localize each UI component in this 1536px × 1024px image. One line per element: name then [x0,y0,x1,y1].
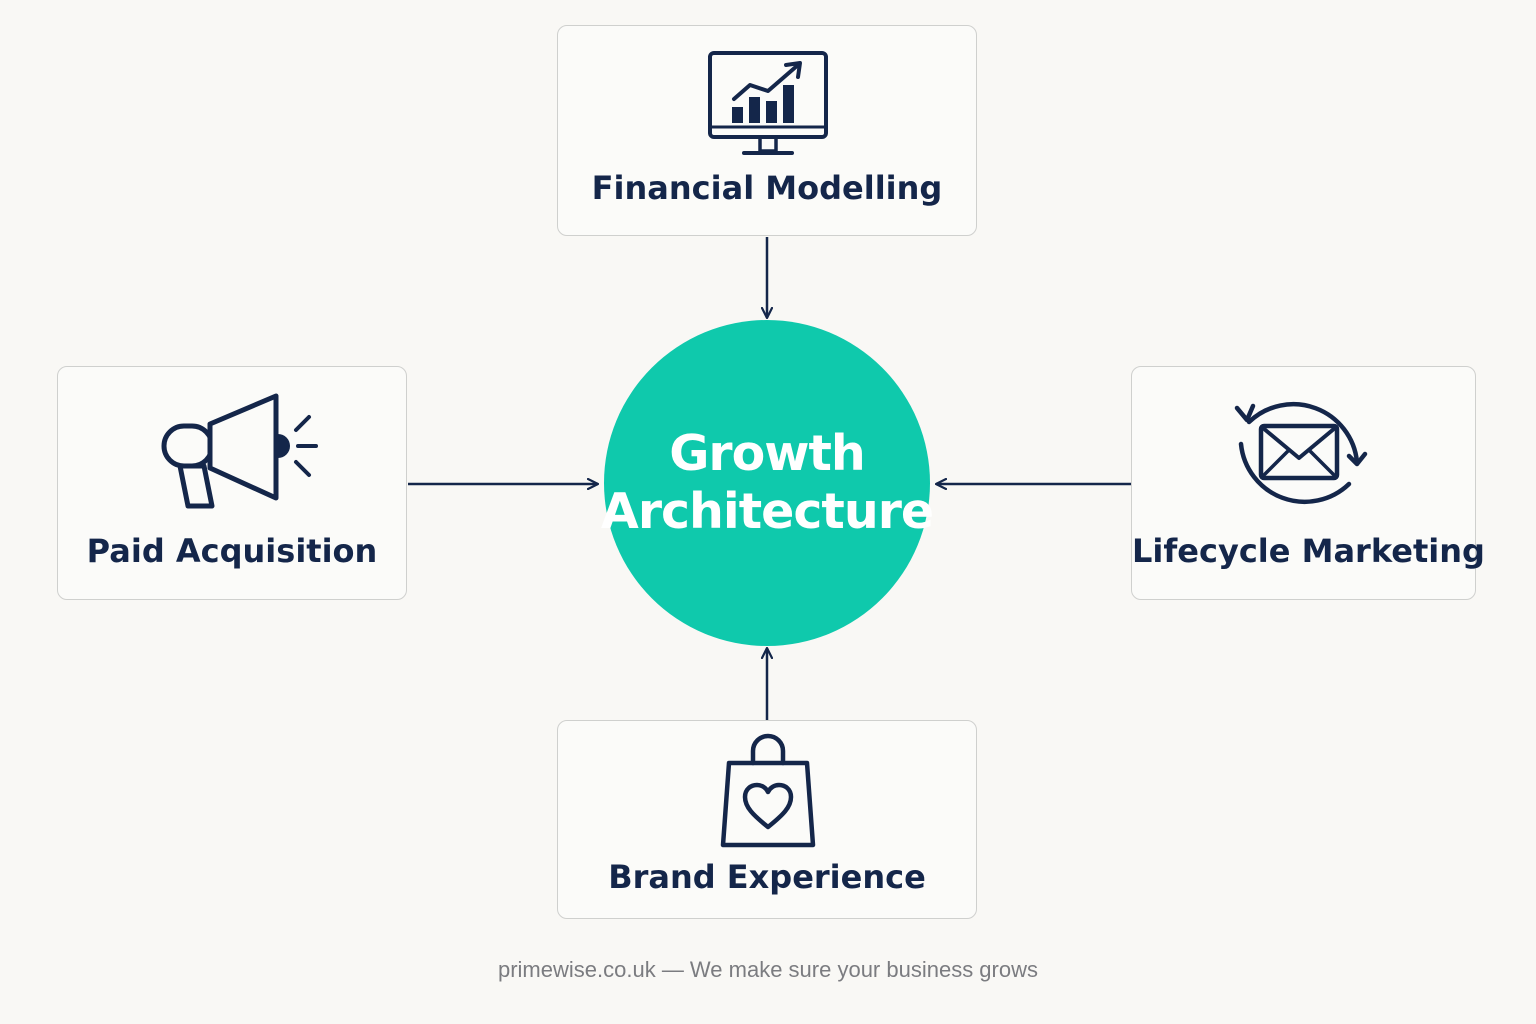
brand-experience-label: Brand Experience [608,858,926,896]
hub-title-line2: Architecture [600,483,934,540]
footer-tagline: primewise.co.uk — We make sure your busi… [497,957,1038,982]
email-cycle-icon [1234,402,1368,504]
paid-acquisition-label: Paid Acquisition [86,532,378,570]
lifecycle-marketing-label: Lifecycle Marketing [1132,532,1485,570]
financial-modelling-card: Financial Modelling [557,25,977,236]
financial-modelling-label: Financial Modelling [591,169,943,207]
monitor-chart-icon [708,51,828,155]
paid-acquisition-card: Paid Acquisition [57,366,407,600]
megaphone-icon [161,393,318,509]
lifecycle-marketing-card: Lifecycle Marketing [1131,366,1485,600]
hub-title-line1: Growth [669,425,866,482]
shopping-bag-heart-icon [720,733,816,848]
brand-experience-card: Brand Experience [557,720,977,919]
growth-architecture-hub: Growth Architecture [600,320,934,646]
